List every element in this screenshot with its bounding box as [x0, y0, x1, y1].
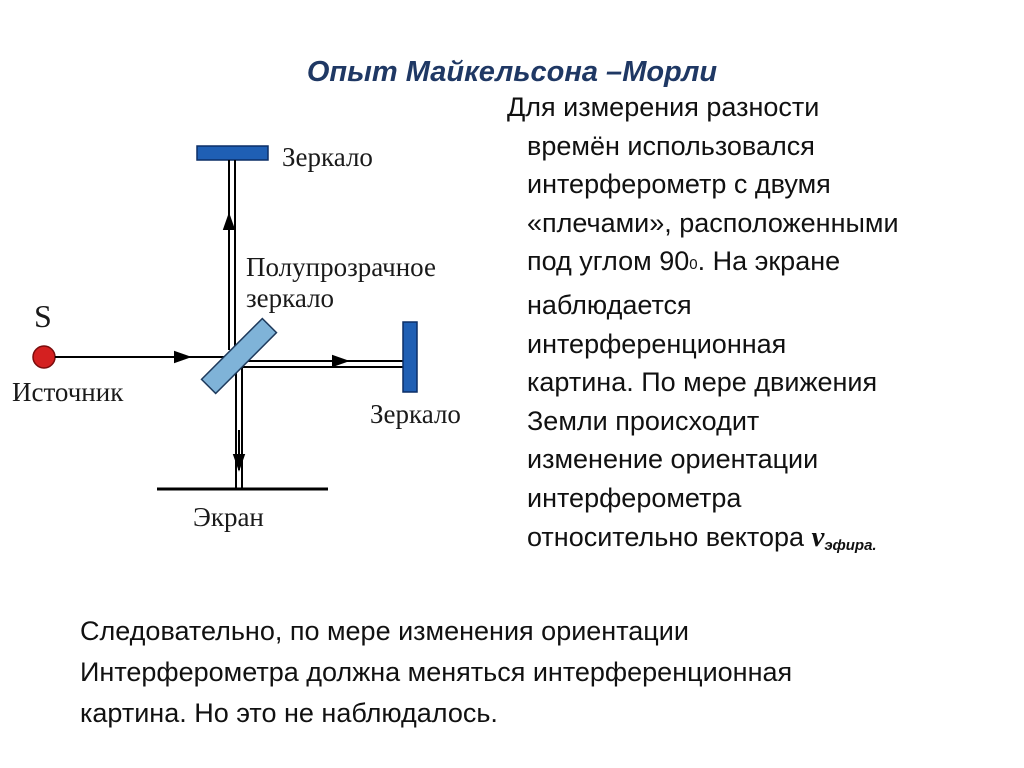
top-mirror-label: Зеркало [282, 142, 373, 172]
period: . [872, 536, 877, 554]
michelson-interferometer-diagram: Зеркало Полупрозрачное зеркало S Источни… [12, 142, 461, 532]
ether-velocity-symbol: v [811, 520, 825, 553]
beam-splitter-label-line1: Полупрозрачное [246, 252, 436, 282]
description-line: времён использовался [527, 130, 815, 161]
description-line: изменение ориентации [527, 444, 819, 475]
conclusion-line: картина. Но это не наблюдалось. [80, 698, 498, 728]
description-line-angle: под углом 900. На экране [507, 242, 1012, 286]
description-line-vector: относительно вектора vэфира. [507, 518, 1012, 562]
vector-text: относительно вектора [527, 521, 812, 552]
beam-splitter-label-line2: зеркало [246, 283, 334, 313]
description-line: интерферометр с двумя [527, 169, 831, 200]
conclusion-text: Следовательно, по мере изменения ориента… [80, 611, 1000, 734]
description-line: интерференционная [527, 328, 787, 359]
description-line: картина. По мере движения [527, 367, 878, 398]
description-line: Земли происходит [527, 405, 760, 436]
top-mirror [196, 145, 269, 161]
conclusion-line: Следовательно, по мере изменения ориента… [80, 616, 689, 646]
description-line: «плечами», расположенными [527, 207, 899, 238]
right-mirror [402, 321, 418, 393]
right-mirror-label: Зеркало [370, 399, 461, 429]
conclusion-line: Интерферометра должна меняться интерфере… [80, 657, 793, 687]
screen-text: . На экране [697, 246, 841, 277]
ether-velocity-subscript: эфира [824, 536, 873, 554]
source-letter-label: S [34, 298, 52, 334]
description-line: Для измерения разности [507, 92, 820, 122]
source-label: Источник [12, 377, 124, 407]
angle-text: под углом 90 [527, 246, 690, 277]
screen-label: Экран [193, 502, 264, 532]
slide-title: Опыт Майкельсона –Морли [306, 56, 718, 88]
description-text: Для измерения разности времён использова… [507, 88, 1012, 561]
degree-superscript: 0 [689, 256, 698, 274]
description-line: интерферометра [527, 482, 742, 513]
source-dot [32, 345, 56, 369]
beam-splitter [200, 317, 278, 395]
description-line: наблюдается [527, 289, 692, 320]
